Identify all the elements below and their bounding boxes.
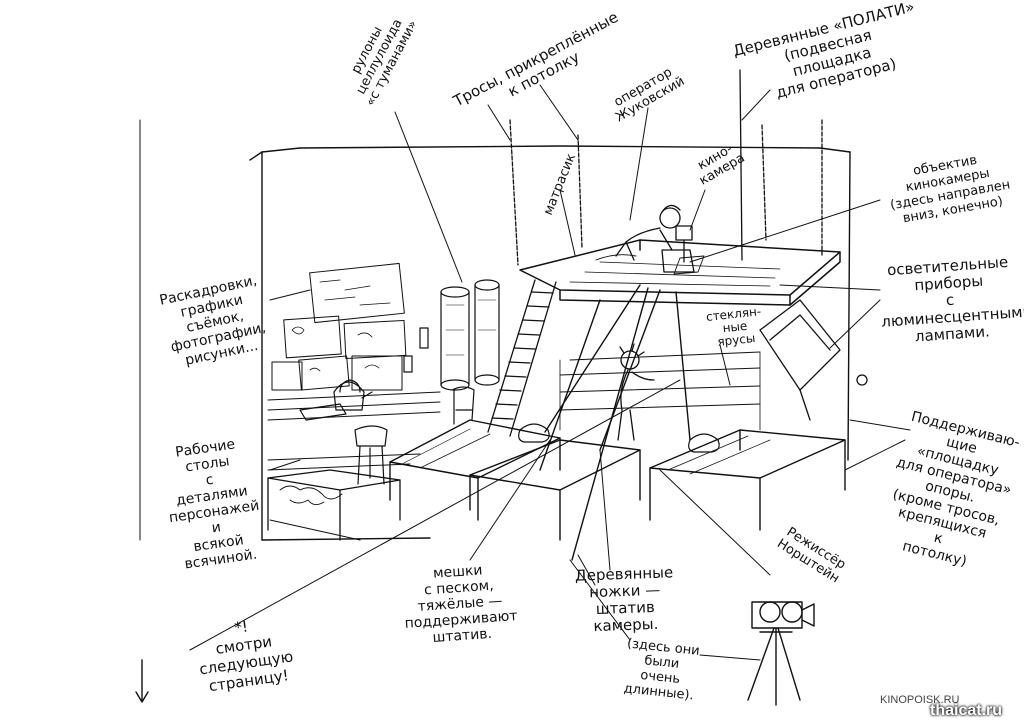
label-wooden-legs: Деревянные ножки — штатив камеры. (574, 563, 674, 636)
room-walls (139, 119, 851, 541)
glass-tiers (559, 351, 761, 431)
desk-items (299, 327, 475, 425)
watermark-kinopoisk: KINOPOISK.RU (880, 694, 960, 706)
ceiling-cables (509, 69, 823, 266)
light-fixture (759, 299, 868, 421)
storyboard-sheets (271, 262, 407, 391)
celluloid-rolls (440, 279, 500, 391)
label-light-fixtures: осветительные приборы с люминесцентными … (880, 252, 1024, 346)
label-work-desks: Рабочие столы с деталями персонажей и вс… (167, 436, 261, 573)
label-glass-tiers: стеклян- ные ярусы (705, 304, 762, 349)
back-wall-shelves (267, 391, 441, 471)
director-figure (617, 343, 655, 441)
ladder (487, 279, 557, 437)
watermark-thaicat: thaicat.ru (930, 702, 1003, 719)
down-arrow-icon (135, 659, 149, 703)
operator-figure (595, 204, 705, 275)
annotation-leaders (189, 84, 911, 661)
sand-bags (518, 423, 720, 453)
left-work-tables (267, 469, 401, 541)
small-camera-icon (747, 601, 815, 706)
center-tables (389, 419, 846, 541)
tripod-legs (539, 284, 691, 561)
label-sand-bags: мешки с песком, тяжёлые — поддерживают ш… (404, 562, 519, 646)
operator-platform (519, 239, 841, 306)
